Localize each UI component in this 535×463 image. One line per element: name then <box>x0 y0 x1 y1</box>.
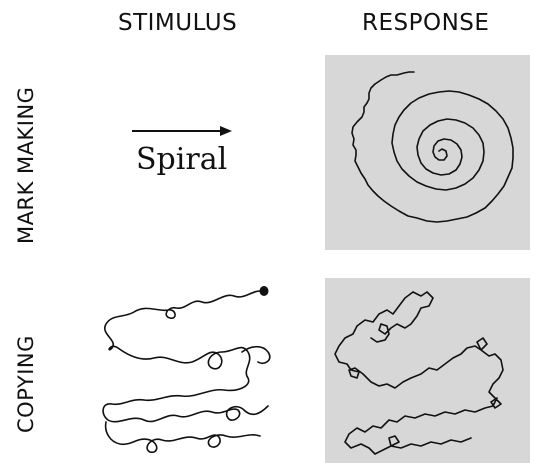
copying-stimulus-scribble <box>92 282 282 460</box>
hand-drawn-copy <box>334 291 504 455</box>
response-column-header: RESPONSE <box>362 10 490 36</box>
spiral-stimulus-word: Spiral <box>136 142 228 177</box>
spiral-response-panel <box>325 55 530 250</box>
hand-drawn-spiral <box>351 71 514 223</box>
stimulus-column-header: STIMULUS <box>118 10 238 36</box>
mark-making-row-label: MARK MAKING <box>14 86 38 244</box>
copying-row-label: COPYING <box>14 335 38 433</box>
copying-response-panel <box>325 278 530 463</box>
right-arrow-icon <box>130 120 235 140</box>
